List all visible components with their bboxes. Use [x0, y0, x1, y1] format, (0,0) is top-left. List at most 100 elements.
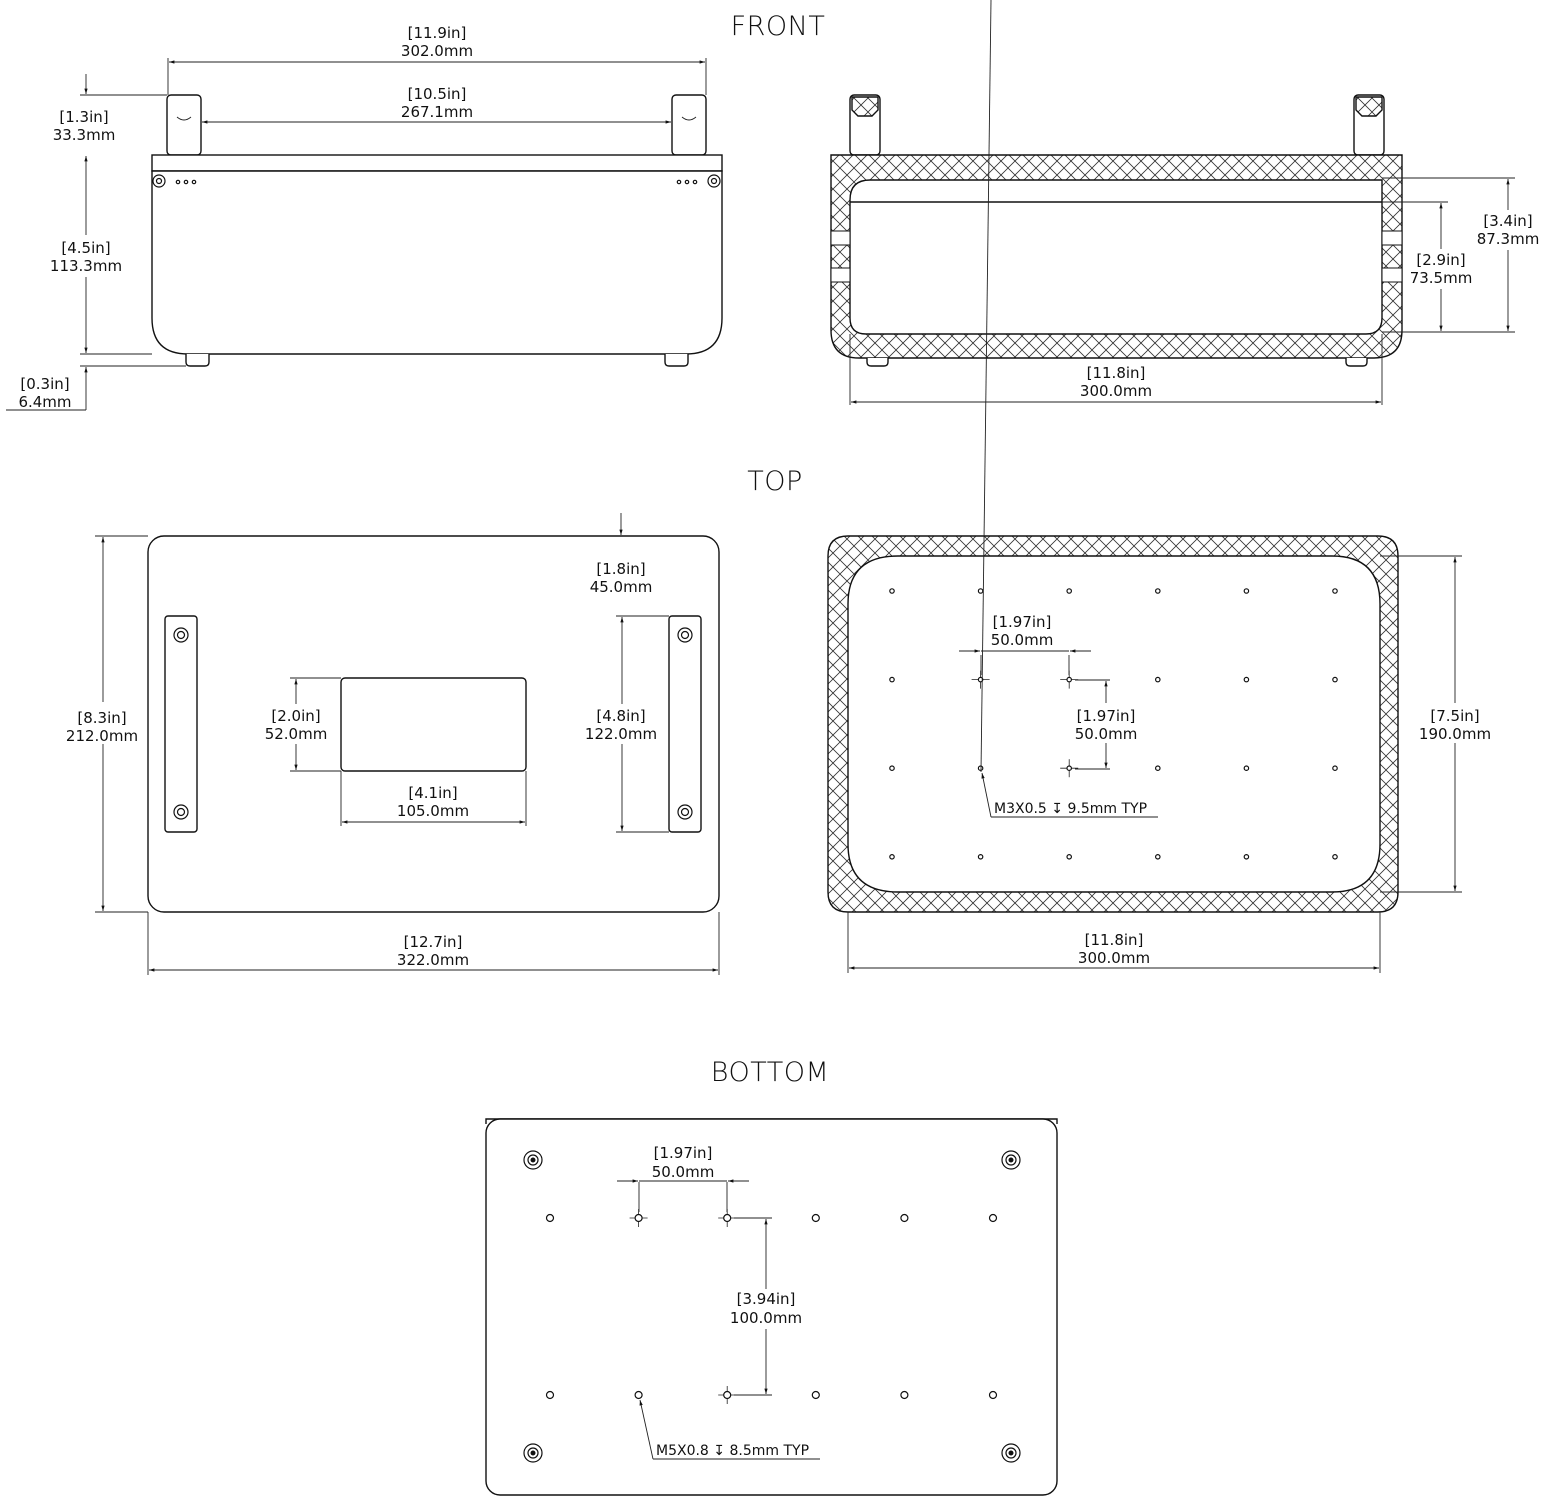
dim-mm: 212.0mm [66, 727, 138, 745]
foot [664, 354, 689, 367]
m3-threaded-hole [1155, 588, 1161, 594]
m3-hole-callout: M3X0.5 ↧ 9.5mm TYP [994, 801, 1147, 817]
m5-threaded-hole [545, 1390, 555, 1400]
bottom-view-title: BOTTOM [711, 1057, 830, 1088]
lid-band [151, 154, 723, 172]
m5-threaded-hole [811, 1390, 820, 1400]
right-handle-grip [681, 116, 697, 121]
m3-threaded-hole [1066, 676, 1073, 683]
led-indicator [676, 179, 682, 185]
top-view-title: TOP [747, 466, 803, 497]
dim-in: [11.8in] [1087, 364, 1146, 382]
m5-threaded-hole [723, 1390, 732, 1400]
front-view-title: FRONT [731, 11, 826, 42]
dim-mm: 45.0mm [590, 578, 653, 596]
display-window [340, 677, 527, 772]
m3-threaded-hole [1243, 676, 1250, 683]
m3-threaded-hole [889, 853, 895, 860]
m3-threaded-hole [977, 853, 984, 860]
m3-threaded-hole [1332, 765, 1338, 772]
corner-screw [523, 1443, 543, 1463]
corner-screw [1001, 1150, 1021, 1170]
dim-in: [7.5in] [1430, 707, 1479, 725]
dim-mm: 190.0mm [1419, 725, 1491, 743]
dim-in: [1.8in] [596, 560, 645, 578]
dim-mm: 6.4mm [18, 393, 71, 411]
dim-in: [12.7in] [404, 933, 463, 951]
left-handle-top [164, 615, 198, 833]
m3-threaded-hole [1332, 853, 1338, 860]
screw-icon [710, 177, 718, 185]
m5-hole-callout: M5X0.8 ↧ 8.5mm TYP [656, 1443, 809, 1459]
dim-in: [8.3in] [77, 709, 126, 727]
led-indicator [191, 179, 197, 185]
led-indicator [175, 179, 181, 185]
corner-screw [523, 1150, 543, 1170]
dim-mm: 122.0mm [585, 725, 657, 743]
dim-mm: 52.0mm [265, 725, 328, 743]
dim-in: [3.4in] [1483, 212, 1532, 230]
dim-mm: 50.0mm [1075, 725, 1138, 743]
dim-in: [1.97in] [1077, 707, 1136, 725]
dim-mm: 300.0mm [1080, 382, 1152, 400]
front-section-view: [11.8in] 300.0mm [3.4in] 87.3mm [2.9in] … [830, 94, 1540, 405]
m3-threaded-hole [1155, 676, 1161, 683]
m5-threaded-hole [811, 1213, 820, 1223]
dim-mm: 87.3mm [1477, 230, 1540, 248]
dim-in: [4.1in] [408, 784, 457, 802]
dim-mm: 105.0mm [397, 802, 469, 820]
top-plan-view: [8.3in] 212.0mm [12.7in] 322.0mm [1.8in]… [60, 513, 720, 975]
dim-mm: 300.0mm [1078, 949, 1150, 967]
dim-mm: 50.0mm [991, 631, 1054, 649]
left-handle-grip [176, 116, 192, 121]
m3-threaded-hole [889, 588, 895, 594]
dim-in: [3.94in] [737, 1290, 796, 1308]
led-indicator [684, 179, 690, 185]
m3-threaded-hole [977, 676, 984, 683]
front-body [151, 170, 723, 355]
dim-in: [11.8in] [1085, 931, 1144, 949]
m5-threaded-hole [900, 1213, 909, 1223]
screw-icon [155, 177, 163, 185]
dim-in: [11.9in] [408, 24, 467, 42]
dim-mm: 113.3mm [50, 257, 122, 275]
dim-in: [2.0in] [271, 707, 320, 725]
m5-threaded-hole [723, 1213, 732, 1223]
m5-threaded-hole [634, 1213, 643, 1223]
dim-mm: 100.0mm [730, 1309, 802, 1327]
section-shell [830, 154, 1403, 359]
m3-threaded-hole [1332, 676, 1338, 683]
dim-in: [2.9in] [1416, 251, 1465, 269]
m5-threaded-hole [988, 1213, 998, 1223]
dim-in: [4.5in] [61, 239, 110, 257]
m3-threaded-hole [1332, 588, 1338, 594]
corner-screw [1001, 1443, 1021, 1463]
dim-in: [1.97in] [993, 613, 1052, 631]
dim-in: [1.3in] [59, 108, 108, 126]
foot [185, 354, 210, 367]
m3-hole-grid [889, 588, 1338, 860]
m3-threaded-hole [1243, 765, 1250, 772]
m3-threaded-hole [1066, 588, 1073, 594]
dim-mm: 33.3mm [53, 126, 116, 144]
m3-threaded-hole [977, 588, 984, 594]
right-handle-top [668, 615, 702, 833]
dim-in: [10.5in] [408, 85, 467, 103]
dim-mm: 50.0mm [652, 1163, 715, 1181]
m3-threaded-hole [1243, 588, 1250, 594]
dim-in: [0.3in] [20, 375, 69, 393]
led-indicator [692, 179, 698, 185]
m3-threaded-hole [889, 765, 895, 772]
left-handle [166, 94, 202, 156]
front-elevation-view: [11.9in] 302.0mm [10.5in] 267.1mm [1.3in… [6, 24, 723, 411]
m3-threaded-hole [889, 676, 895, 683]
bottom-view: [1.97in] 50.0mm [3.94in] 100.0mm M5X0.8 … [485, 1118, 1058, 1496]
dim-mm: 302.0mm [401, 42, 473, 60]
led-indicator [183, 179, 189, 185]
m3-threaded-hole [1155, 765, 1161, 772]
m5-threaded-hole [634, 1390, 643, 1400]
m3-threaded-hole [1066, 765, 1073, 772]
dim-mm: 322.0mm [397, 951, 469, 969]
m5-threaded-hole [900, 1390, 909, 1400]
